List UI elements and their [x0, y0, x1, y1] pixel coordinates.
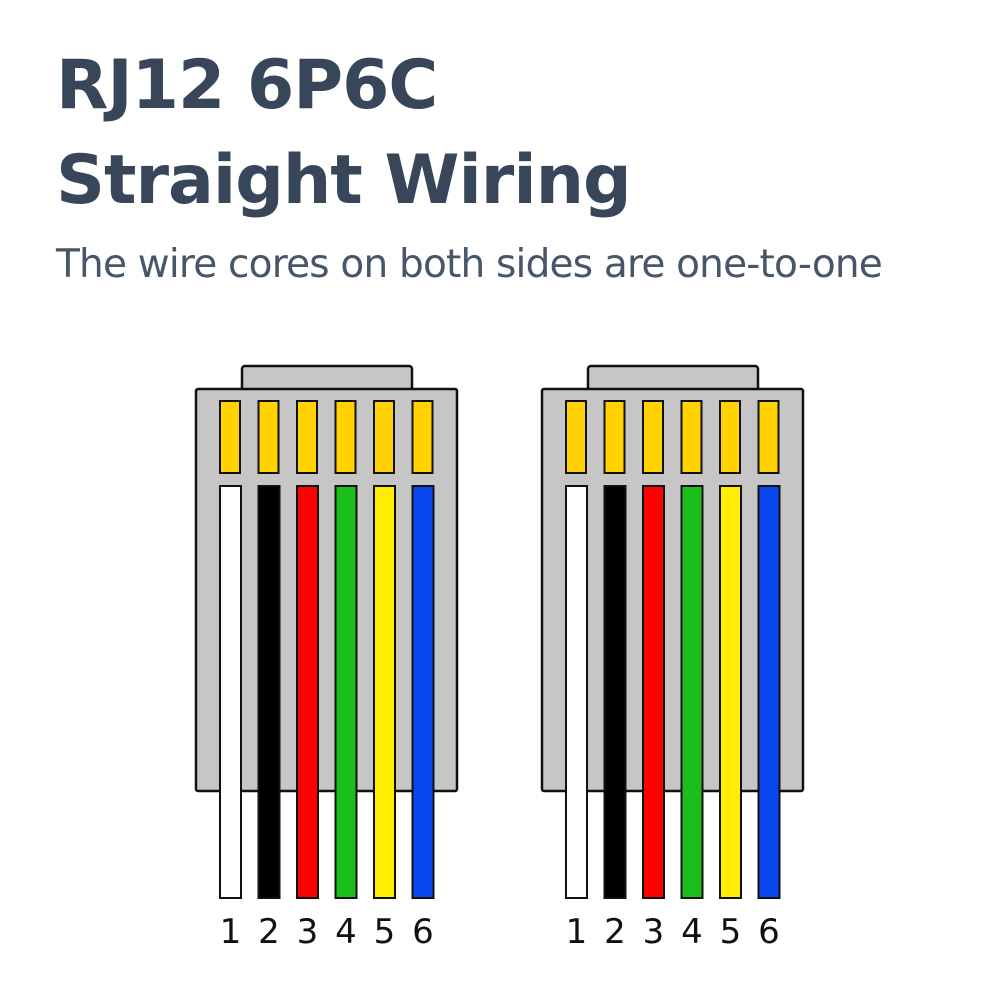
pin-label-2: 2	[258, 912, 280, 952]
title-line-1: RJ12 6P6C	[56, 46, 438, 125]
pin-label-5: 5	[374, 912, 396, 952]
title-line-2: Straight Wiring	[56, 141, 632, 220]
contact-3	[296, 400, 318, 474]
pin-label-1: 1	[220, 912, 242, 952]
contact-1	[565, 400, 587, 474]
contact-6	[411, 400, 434, 474]
wire-2	[603, 485, 627, 899]
wire-1	[565, 485, 588, 899]
pin-label-5: 5	[720, 912, 742, 952]
wire-4	[680, 485, 704, 899]
contact-4	[334, 400, 357, 474]
wire-3	[642, 485, 665, 899]
wire-5	[719, 485, 742, 899]
connector-tab	[240, 364, 414, 393]
wire-6	[757, 485, 781, 899]
wire-6	[411, 485, 435, 899]
subtitle: The wire cores on both sides are one-to-…	[56, 242, 883, 287]
contact-3	[642, 400, 664, 474]
pin-label-3: 3	[643, 912, 665, 952]
contact-2	[257, 400, 280, 474]
wire-4	[334, 485, 358, 899]
contact-4	[680, 400, 703, 474]
pin-label-4: 4	[681, 912, 703, 952]
wire-1	[219, 485, 242, 899]
contact-5	[373, 400, 395, 474]
contact-5	[719, 400, 741, 474]
pin-label-3: 3	[297, 912, 319, 952]
wire-2	[257, 485, 281, 899]
wire-3	[296, 485, 319, 899]
wire-5	[373, 485, 396, 899]
contact-6	[757, 400, 780, 474]
connector-tab	[586, 364, 760, 393]
pin-label-2: 2	[604, 912, 626, 952]
pin-label-6: 6	[758, 912, 780, 952]
contact-1	[219, 400, 241, 474]
pin-label-6: 6	[412, 912, 434, 952]
pin-label-1: 1	[566, 912, 588, 952]
pin-label-4: 4	[335, 912, 357, 952]
contact-2	[603, 400, 626, 474]
